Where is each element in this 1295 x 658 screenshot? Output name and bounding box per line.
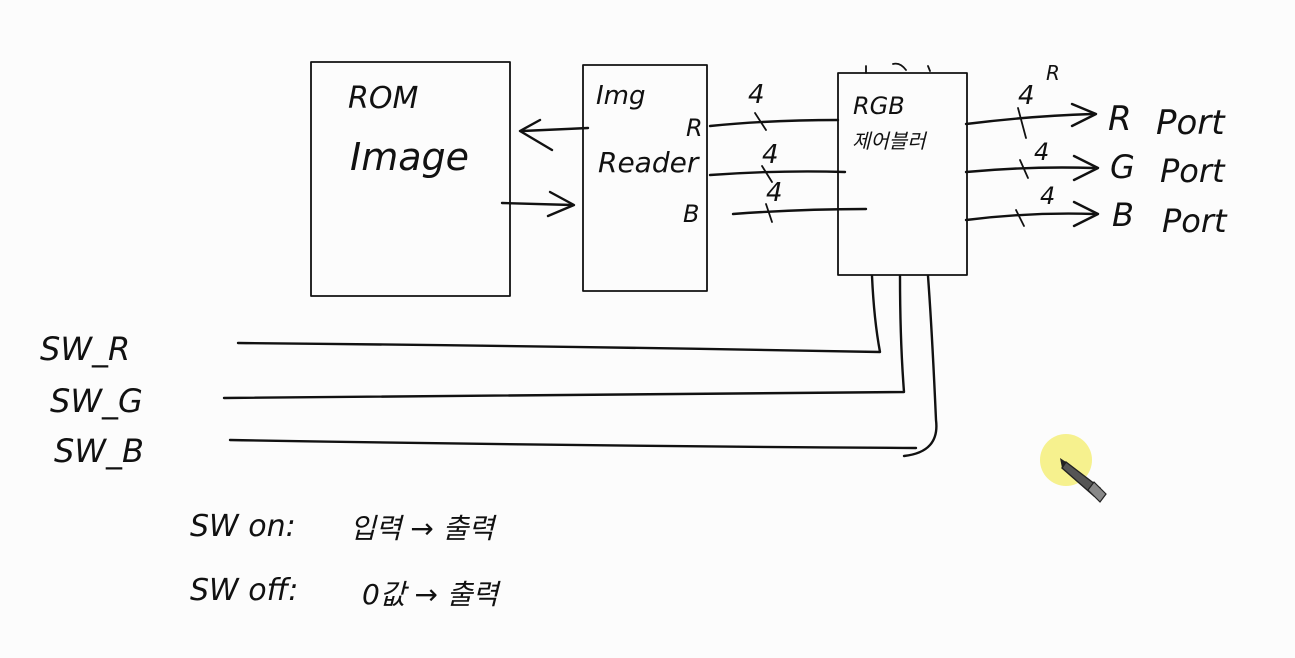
slash-g-in (761, 165, 773, 183)
rom-label: ROM (348, 81, 418, 116)
arrow-to-reader (500, 201, 574, 207)
width-r-out: 4 (1018, 81, 1035, 111)
width-g-out: 4 (1034, 138, 1049, 166)
top-mark-r: R (1046, 61, 1060, 85)
slash-b-in (765, 203, 773, 223)
note-off-key: SW off: (190, 573, 298, 608)
slash-b-out (1015, 209, 1025, 227)
pen-cursor-icon (1060, 458, 1107, 503)
out-letter-b: B (1112, 196, 1134, 234)
out-r-head (1070, 102, 1098, 128)
out-port-g: Port (1160, 152, 1226, 190)
img-reader-box (582, 64, 708, 292)
out-r-line (964, 112, 1094, 126)
controller-label-rgb: RGB (853, 92, 905, 120)
width-b-in: 4 (766, 178, 783, 208)
out-b-line (964, 212, 1096, 222)
image-label: Image (350, 135, 469, 179)
slash-r-in (754, 112, 767, 131)
sw-b-line (228, 438, 918, 450)
out-letter-r: R (1108, 99, 1132, 139)
sw-r-label: SW_R (40, 330, 130, 368)
rgb-controller-box (837, 72, 968, 276)
controller-label-kr: 제어블러 (852, 129, 927, 153)
note-on-value: 입력 → 출력 (350, 512, 498, 545)
width-b-out: 4 (1040, 182, 1055, 210)
sw-g-line (222, 274, 906, 400)
reader-port-b: B (683, 200, 699, 228)
sw-g-label: SW_G (50, 382, 143, 420)
img-label: Img (596, 81, 646, 111)
rom-image-box (310, 61, 511, 297)
out-g-line (964, 166, 1096, 174)
reader-port-r: R (686, 114, 703, 142)
note-on-key: SW on: (190, 509, 296, 544)
arrow-to-rom-head (518, 118, 554, 152)
out-b-head (1072, 200, 1100, 228)
bus-g-in (708, 170, 847, 177)
arrow-to-reader-head (546, 190, 576, 218)
reader-label: Reader (598, 146, 700, 179)
slash-g-out (1019, 159, 1029, 179)
sw-b-label: SW_B (54, 432, 144, 470)
note-off-value: 0값 → 출력 (362, 578, 502, 611)
arrow-to-rom (520, 126, 590, 133)
width-r-in: 4 (748, 80, 765, 110)
out-port-r: Port (1156, 103, 1226, 143)
out-letter-g: G (1110, 148, 1135, 186)
sw-b-riser (902, 274, 938, 458)
controller-top-marks (865, 62, 931, 74)
out-port-b: Port (1162, 202, 1228, 240)
bus-b-in (731, 207, 868, 216)
width-g-in: 4 (762, 140, 779, 170)
sw-r-line (236, 274, 882, 354)
slash-r-out (1017, 107, 1027, 139)
out-g-head (1072, 154, 1100, 182)
bus-r-in (708, 118, 840, 128)
